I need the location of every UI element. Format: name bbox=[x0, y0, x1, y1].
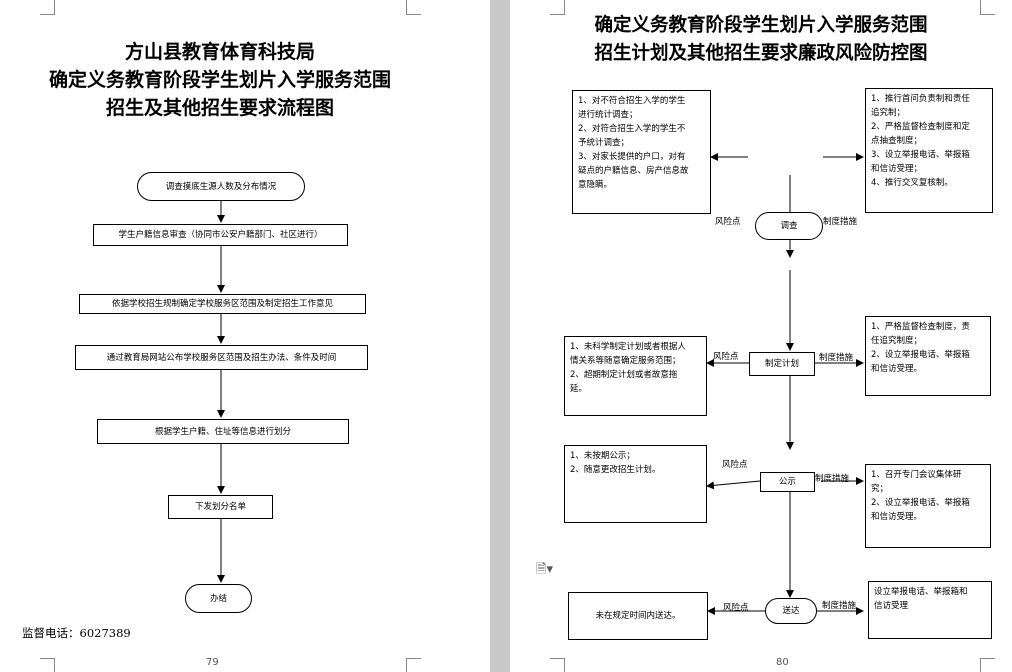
title-line: 确定义务教育阶段学生划片入学服务范围 bbox=[48, 69, 391, 91]
risk-box-4: 未在规定时间内送达。 bbox=[568, 592, 708, 640]
page-number: 79 bbox=[206, 657, 219, 668]
crop-mark bbox=[406, 658, 421, 672]
risk-label: 风险点 bbox=[722, 460, 748, 470]
document-page-80: 确定义务教育阶段学生划片入学服务范围 招生计划及其他招生要求廉政风险防控图 bbox=[510, 0, 1012, 672]
measure-label: 制度措施 bbox=[815, 474, 850, 484]
risk-box-3: 1、未按期公示； 2、随意更改招生计划。 bbox=[564, 445, 707, 523]
stage-plan: 制定计划 bbox=[749, 352, 815, 376]
risk-label: 风险点 bbox=[715, 217, 741, 227]
measure-box-4: 设立举报电话、举报箱和 信访受理 bbox=[868, 581, 992, 639]
paste-options-icon[interactable]: 🗎▾ bbox=[536, 562, 553, 577]
flow-step-issue-list: 下发划分名单 bbox=[168, 495, 273, 519]
flow-step-survey: 调查摸底生源人数及分布情况 bbox=[137, 172, 305, 201]
risk-label: 风险点 bbox=[713, 352, 739, 362]
title-line: 招生及其他招生要求流程图 bbox=[105, 97, 334, 119]
title-line: 招生计划及其他招生要求廉政风险防控图 bbox=[594, 43, 928, 64]
measure-label: 制度措施 bbox=[822, 601, 857, 611]
title-line: 方山县教育体育科技局 bbox=[124, 41, 315, 63]
page-gap bbox=[490, 0, 510, 672]
flow-step-determine-area: 依据学校招生规制确定学校服务区范围及制定招生工作意见 bbox=[79, 294, 366, 314]
crop-mark bbox=[980, 0, 995, 15]
page-number: 80 bbox=[776, 657, 789, 668]
risk-chart-title: 确定义务教育阶段学生划片入学服务范围 招生计划及其他招生要求廉政风险防控图 bbox=[510, 12, 1012, 68]
risk-label: 风险点 bbox=[723, 603, 749, 613]
flow-step-finish: 办结 bbox=[185, 584, 252, 613]
flow-connectors bbox=[217, 201, 225, 583]
stage-survey: 调查 bbox=[755, 212, 823, 240]
crop-mark bbox=[980, 658, 995, 672]
measure-box-3: 1、召开专门会议集体研 究； 2、设立举报电话、举报箱 和信访受理。 bbox=[865, 464, 991, 548]
crop-mark bbox=[550, 0, 565, 15]
crop-mark bbox=[40, 658, 55, 672]
crop-mark bbox=[40, 0, 55, 15]
risk-box-2: 1、未科学制定计划或者根据人 情关系等随意确定服务范围； 2、超期制定计划或者故… bbox=[564, 336, 707, 416]
risk-box-1: 1、对不符合招生入学的学生 进行统计调查； 2、对符合招生入学的学生不 予统计调… bbox=[572, 90, 711, 214]
crop-mark bbox=[550, 658, 565, 672]
flow-step-publish: 通过教育局网站公布学校服务区范围及招生办法、条件及时间 bbox=[75, 345, 368, 370]
measure-label: 制度措施 bbox=[819, 353, 854, 363]
document-page-79: 方山县教育体育科技局 确定义务教育阶段学生划片入学服务范围 招生及其他招生要求流… bbox=[0, 0, 490, 672]
stage-publicity: 公示 bbox=[760, 472, 815, 492]
flow-step-household-review: 学生户籍信息审查（协同市公安户籍部门、社区进行） bbox=[93, 224, 348, 246]
stage-deliver: 送达 bbox=[765, 598, 817, 624]
measure-box-2: 1、严格监督检查制度，责 任追究制度； 2、设立举报电话、举报箱 和信访受理。 bbox=[865, 316, 991, 396]
title-line: 确定义务教育阶段学生划片入学服务范围 bbox=[594, 15, 928, 36]
flow-step-divide: 根据学生户籍、住址等信息进行划分 bbox=[97, 419, 349, 444]
supervision-phone: 监督电话：6027389 bbox=[22, 626, 131, 640]
measure-label: 制度措施 bbox=[823, 217, 858, 227]
flowchart-title: 方山县教育体育科技局 确定义务教育阶段学生划片入学服务范围 招生及其他招生要求流… bbox=[0, 38, 440, 122]
crop-mark bbox=[406, 0, 421, 15]
risk-connectors bbox=[706, 153, 864, 615]
measure-box-1: 1、推行首问负责制和责任 追究制； 2、严格监督检查制度和定 点抽查制度； 3、… bbox=[865, 88, 993, 213]
